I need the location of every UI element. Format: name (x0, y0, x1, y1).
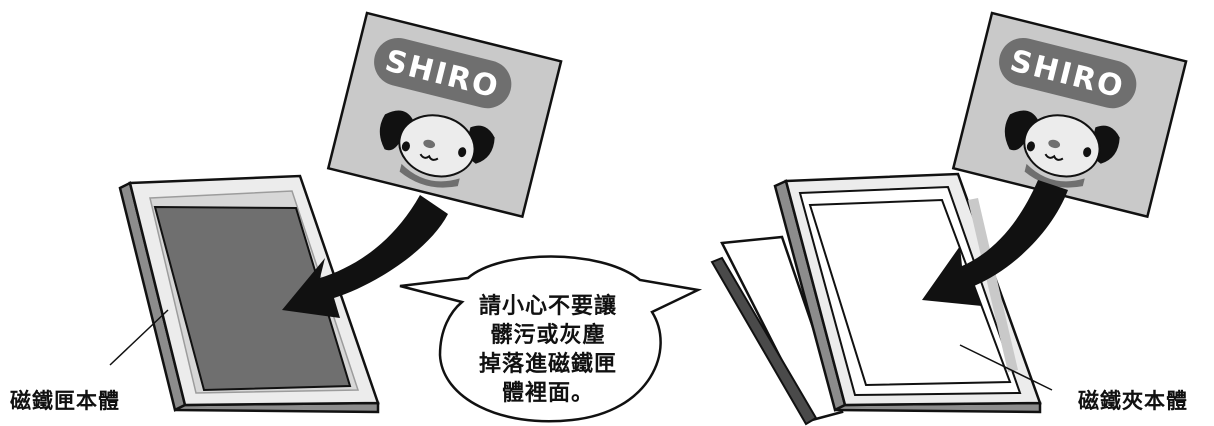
magnet-case-body-label: 磁鐵匣本體 (10, 389, 120, 413)
shiro-card-left: SHIRO (327, 11, 563, 218)
warning-speech-bubble (399, 255, 703, 423)
shiro-card-right: SHIRO (952, 11, 1188, 218)
warning-line: 請小心不要讓 (478, 294, 617, 319)
warning-line: 掉落進磁鐵匣 (478, 352, 617, 377)
warning-line: 體裡面。 (501, 381, 594, 406)
warning-message: 請小心不要讓 髒污或灰塵 掉落進磁鐵匣 體裡面。 (440, 292, 656, 408)
warning-line: 髒污或灰塵 (490, 323, 606, 348)
magnet-clip-body-label: 磁鐵夾本體 (1078, 389, 1188, 413)
right-leader-line (959, 344, 1053, 391)
insert-arrow-left (282, 195, 448, 318)
left-leader-line (109, 309, 169, 366)
magnet-clip-body-graphic (710, 172, 1053, 426)
insert-arrow-right (922, 180, 1068, 306)
magnet-case-body-graphic (109, 174, 380, 414)
